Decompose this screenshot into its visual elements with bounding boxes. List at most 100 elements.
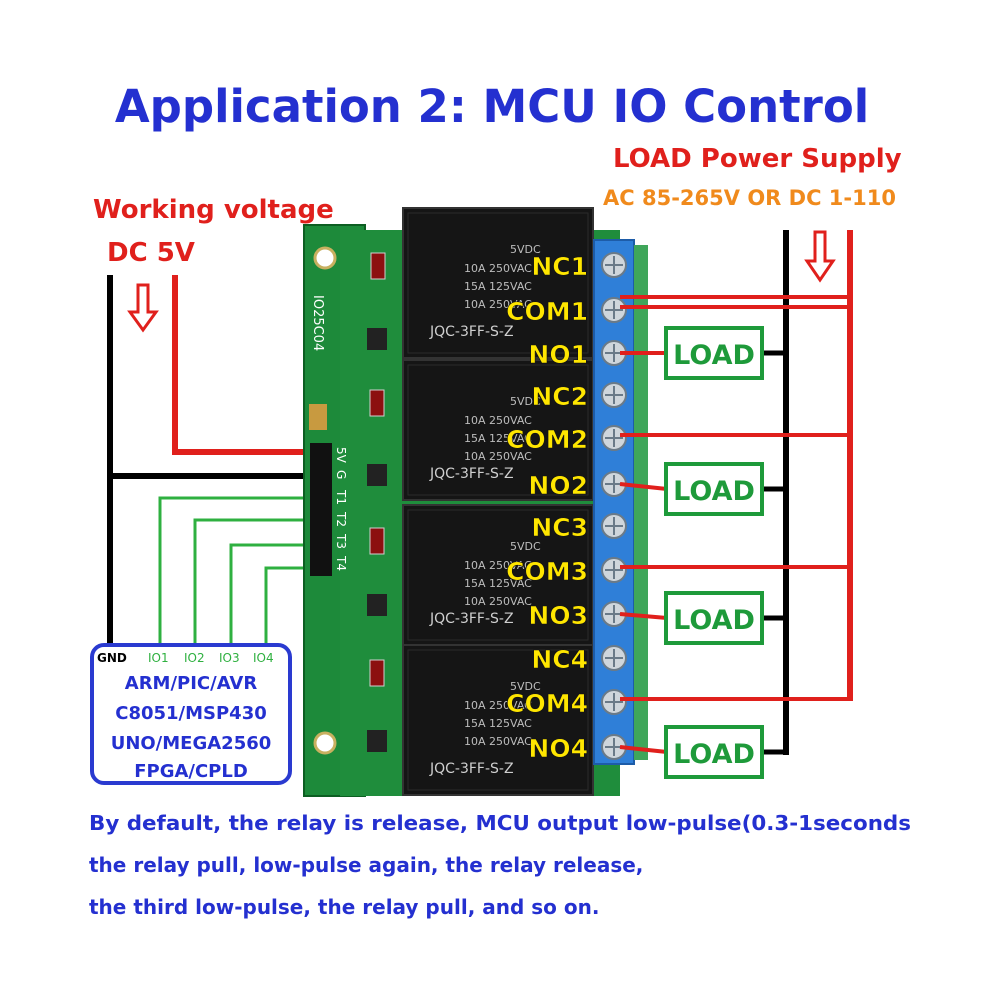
terminal-label: NC2 xyxy=(531,382,588,411)
terminal-screw xyxy=(601,513,627,539)
terminal-screw xyxy=(601,557,627,583)
terminal-block-body xyxy=(593,239,635,765)
board-model: IO25C04 xyxy=(310,295,325,351)
relay: 5VDC 10A 250VAC 15A 125VAC 10A 250VAC JQC-3F… xyxy=(402,207,594,359)
relay-rating-text: 5VDC xyxy=(510,540,541,553)
relay-model-text: JQC-3FF-S-Z xyxy=(429,466,514,482)
transistor xyxy=(367,328,387,350)
transistor xyxy=(367,730,387,752)
mcu-type: FPGA/CPLD xyxy=(134,761,248,782)
load-wiring xyxy=(619,230,853,755)
relay-rating-text: 10A 250VAC xyxy=(464,595,532,608)
load-box: LOAD xyxy=(664,326,764,380)
terminal-screw xyxy=(601,471,627,497)
vcc-wire xyxy=(172,275,322,455)
relay-rating-text: 15A 125VAC xyxy=(464,717,532,730)
description-line: By default, the relay is release, MCU ou… xyxy=(89,811,911,835)
capacitor xyxy=(309,404,327,430)
led-component xyxy=(369,389,385,417)
signal-wires xyxy=(158,496,322,647)
relay-rating-text: 10A 250VAC xyxy=(464,450,532,463)
mcu-pin-io3: IO3 xyxy=(219,651,240,665)
relay-rating-text: 5VDC xyxy=(510,395,541,408)
relay-rating-text: 5VDC xyxy=(510,243,541,256)
relay: 5VDC 10A 250VAC 15A 125VAC 10A 250VAC JQC-3F… xyxy=(402,644,594,796)
mcu-box-border xyxy=(90,643,292,785)
mcu-pin-io2: IO2 xyxy=(184,651,205,665)
terminal-label: NC3 xyxy=(531,513,588,542)
terminal-label: COM4 xyxy=(506,689,588,718)
down-arrow-icon xyxy=(804,230,836,283)
load-label: LOAD xyxy=(673,476,755,507)
terminal-label: NO3 xyxy=(528,601,588,630)
terminal-label: COM3 xyxy=(506,557,588,586)
terminal-screw xyxy=(601,645,627,671)
io3-wire xyxy=(229,543,322,647)
terminal-screw xyxy=(601,425,627,451)
relay-rating-text: 15A 125VAC xyxy=(464,432,532,445)
relay-body xyxy=(402,644,594,796)
no-wire xyxy=(619,482,668,491)
terminal-screw xyxy=(601,689,627,715)
transistor xyxy=(367,594,387,616)
io2-wire xyxy=(193,518,322,647)
mcu-type: ARM/PIC/AVR xyxy=(125,673,258,694)
led-component xyxy=(370,252,386,280)
load-label: LOAD xyxy=(673,739,755,770)
io1-wire xyxy=(158,496,322,647)
mcu-box: GND IO1 IO2 IO3 IO4 ARM/PIC/AVR C8051/MS… xyxy=(90,643,292,785)
description-line: the relay pull, low-pulse again, the rel… xyxy=(89,853,643,877)
relay-rating-text: 15A 125VAC xyxy=(464,280,532,293)
load-box: LOAD xyxy=(664,462,764,516)
terminal-screw xyxy=(601,297,627,323)
diagram-title: Application 2: MCU IO Control xyxy=(115,80,869,133)
relay-rating-text: 5VDC xyxy=(510,680,541,693)
relay-body xyxy=(402,207,594,359)
mcu-type: UNO/MEGA2560 xyxy=(111,733,272,754)
relay-model-text: JQC-3FF-S-Z xyxy=(429,324,514,340)
relay-rating-text: 10A 250VAC xyxy=(464,414,532,427)
terminal-screw xyxy=(601,382,627,408)
terminal-label: COM1 xyxy=(506,297,588,326)
relay-model-text: JQC-3FF-S-Z xyxy=(429,761,514,777)
terminal-label: NO2 xyxy=(528,471,588,500)
led-component xyxy=(369,659,385,687)
working-voltage-value: DC 5V xyxy=(107,238,195,268)
down-arrow-icon xyxy=(127,283,159,333)
terminal-label: NO4 xyxy=(528,734,588,763)
relay-rating-text: 10A 250VAC xyxy=(464,298,532,311)
terminal-label: NC4 xyxy=(531,645,588,674)
header-pin-label: T4 xyxy=(334,555,348,571)
header-pin-label: T3 xyxy=(334,533,348,549)
relays: 5VDC 10A 250VAC 15A 125VAC 10A 250VAC JQC-3F… xyxy=(402,207,594,796)
relay-model-text: JQC-3FF-S-Z xyxy=(429,611,514,627)
mcu-pin-gnd: GND xyxy=(97,651,127,665)
led-component xyxy=(369,527,385,555)
load-label: LOAD xyxy=(673,605,755,636)
mcu-type: C8051/MSP430 xyxy=(115,703,267,724)
terminal-screw xyxy=(601,252,627,278)
relay-rating-text: 10A 250VAC xyxy=(464,699,532,712)
load-supply-heading: LOAD Power Supply xyxy=(613,144,902,174)
load-box: LOAD xyxy=(664,725,764,779)
header-pin-label: T1 xyxy=(334,489,348,505)
mcu-pin-io1: IO1 xyxy=(148,651,169,665)
relay-body xyxy=(402,504,594,646)
terminal-label: NO1 xyxy=(528,340,588,369)
terminal-label: COM2 xyxy=(506,425,588,454)
loads: LOAD LOAD LOAD LOAD xyxy=(664,326,764,779)
working-voltage-heading: Working voltage xyxy=(93,195,334,225)
terminal-block xyxy=(593,239,648,765)
header-pin-label: G xyxy=(334,470,348,479)
no-wire xyxy=(619,745,668,754)
header-pin-label: 5V xyxy=(334,447,348,464)
mcu-pin-io4: IO4 xyxy=(253,651,274,665)
relay-rating-text: 10A 250VAC xyxy=(464,262,532,275)
power-wires xyxy=(107,275,322,655)
no-wire xyxy=(619,612,668,620)
load-box: LOAD xyxy=(664,591,764,645)
relay-rating-text: 10A 250VAC xyxy=(464,735,532,748)
